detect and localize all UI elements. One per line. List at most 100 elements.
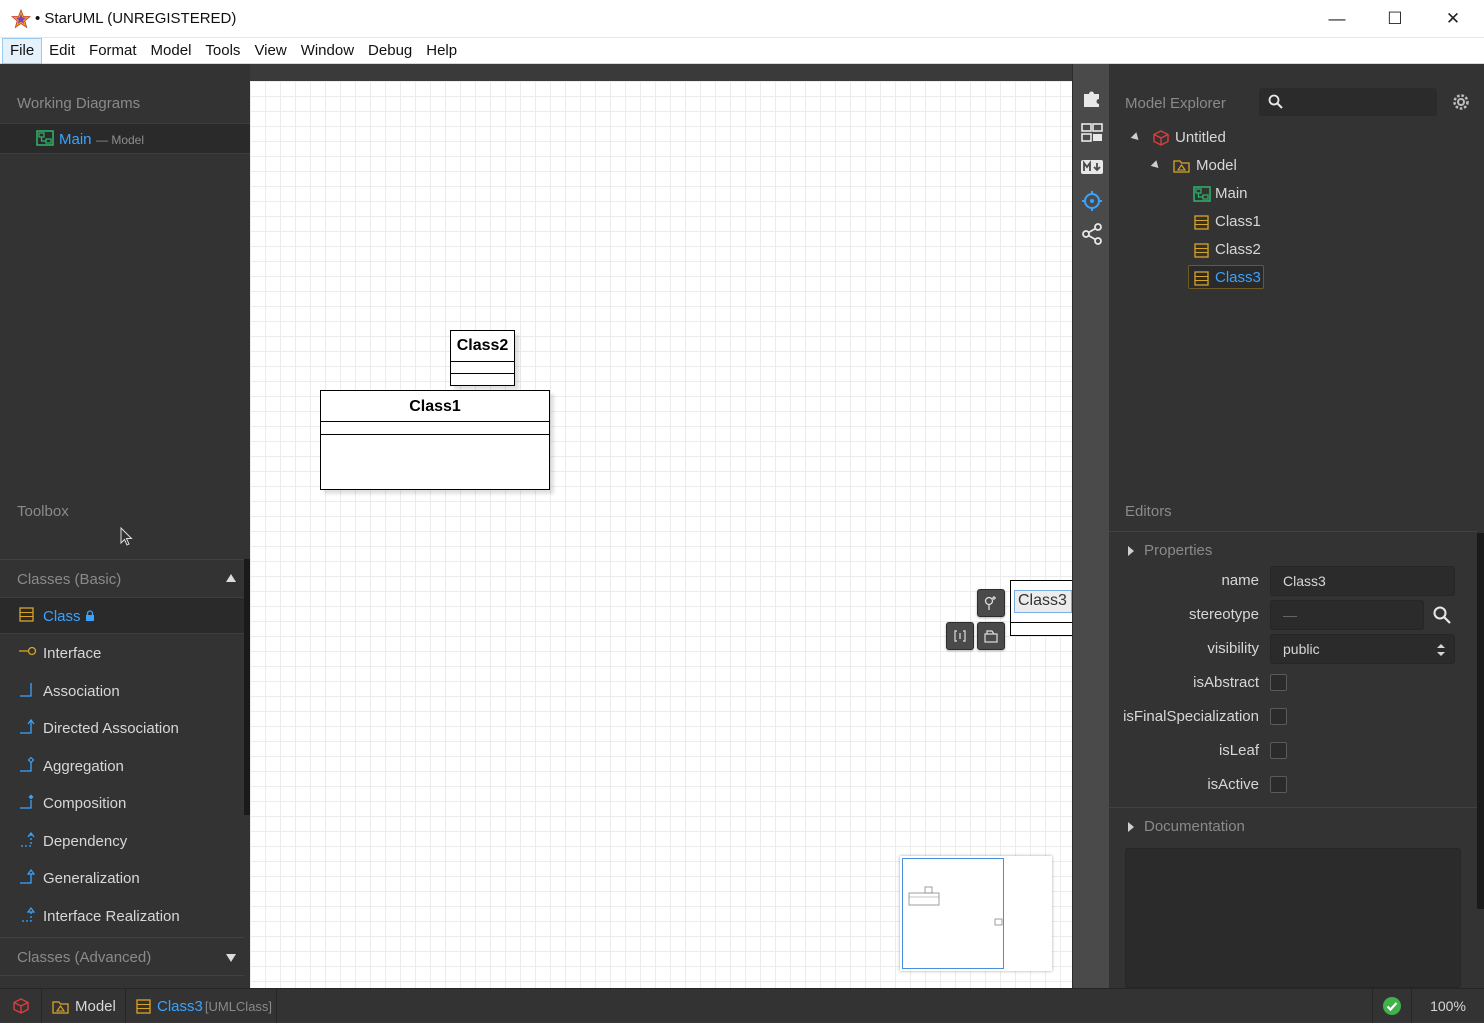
editors-scrollbar[interactable] <box>1477 533 1484 909</box>
generalization-icon <box>20 869 35 884</box>
puzzle-icon <box>1084 91 1099 107</box>
menu-bar: File Edit Format Model Tools View Window… <box>0 38 1484 64</box>
minimap-content <box>908 886 1003 926</box>
uml-class-class1[interactable]: Class1 <box>320 390 550 490</box>
directed-association-icon <box>20 719 35 734</box>
editors-panel: Editors Properties name Class3 stereotyp… <box>1109 491 1484 988</box>
documentation-textarea[interactable] <box>1125 848 1461 988</box>
maximize-button[interactable]: ☐ <box>1387 9 1403 28</box>
tool-association[interactable]: Association <box>0 673 244 710</box>
tool-composition[interactable]: Composition <box>0 785 244 822</box>
tree-item-class1[interactable]: Class1 <box>1109 210 1469 234</box>
class-icon <box>1194 271 1209 286</box>
diagram-canvas[interactable]: Class2 Class1 Class3 <box>250 81 1072 988</box>
tree-item-main[interactable]: Main <box>1109 182 1469 206</box>
tree-item-class3[interactable]: Class3 <box>1109 266 1469 290</box>
working-diagram-main[interactable]: Main — Model <box>0 123 250 154</box>
isabstract-checkbox[interactable] <box>1270 674 1287 691</box>
add-template-parameter-button[interactable] <box>977 589 1005 617</box>
mouse-cursor-icon <box>120 527 133 546</box>
gear-icon[interactable] <box>1452 93 1470 111</box>
status-validation[interactable] <box>1372 989 1412 1023</box>
tool-interface[interactable]: Interface <box>0 635 244 672</box>
section-basic-label: Classes (Basic) <box>17 571 122 588</box>
minimap-viewport[interactable] <box>902 858 1004 969</box>
project-icon <box>1153 130 1169 146</box>
layout-button[interactable] <box>1079 120 1105 146</box>
menu-model[interactable]: Model <box>150 42 192 59</box>
status-selection[interactable]: Class3 [UMLClass] <box>126 989 277 1023</box>
menu-view[interactable]: View <box>254 42 287 59</box>
status-selection-type: [UMLClass] <box>204 998 273 1014</box>
class-compartment-divider <box>451 361 514 362</box>
model-package-icon <box>1173 160 1190 173</box>
class-name: Class2 <box>456 337 509 354</box>
diagram-minimap[interactable] <box>900 856 1052 971</box>
tool-aggregation[interactable]: Aggregation <box>0 748 244 785</box>
tool-label: Composition <box>43 795 127 812</box>
menu-tools[interactable]: Tools <box>205 42 241 59</box>
isfinalspecialization-checkbox[interactable] <box>1270 708 1287 725</box>
menu-window[interactable]: Window <box>300 42 355 59</box>
share-icon <box>1082 223 1102 245</box>
toolbox-section-advanced[interactable]: Classes (Advanced) <box>0 937 244 976</box>
prop-isleaf-label: isLeaf <box>1218 742 1259 759</box>
menu-format[interactable]: Format <box>89 42 137 59</box>
menu-debug[interactable]: Debug <box>368 42 413 59</box>
template-parameter-icon <box>984 596 996 610</box>
uml-class-class2[interactable]: Class2 <box>450 330 515 386</box>
tool-class[interactable]: Class <box>0 597 244 634</box>
status-project[interactable] <box>0 989 42 1023</box>
markdown-button[interactable] <box>1079 154 1105 180</box>
name-input[interactable]: Class3 <box>1270 566 1455 596</box>
tool-directed-association[interactable]: Directed Association <box>0 710 244 747</box>
tool-label: Aggregation <box>43 758 124 775</box>
class-compartment-divider <box>451 373 514 374</box>
status-model[interactable]: Model <box>42 989 126 1023</box>
menu-edit[interactable]: Edit <box>49 42 76 59</box>
tree-item-class2[interactable]: Class2 <box>1109 238 1469 262</box>
tool-generalization[interactable]: Generalization <box>0 860 244 897</box>
menu-file[interactable]: File <box>2 38 43 64</box>
isleaf-checkbox[interactable] <box>1270 742 1287 759</box>
status-zoom[interactable]: 100% <box>1412 989 1484 1023</box>
extension-manager-button[interactable] <box>1079 85 1105 111</box>
tree-label: Class3 <box>1215 269 1261 286</box>
side-rail <box>1072 64 1109 988</box>
class-icon <box>19 607 34 622</box>
model-search-input[interactable] <box>1259 88 1437 116</box>
add-operation-button[interactable] <box>977 622 1005 650</box>
status-model-label: Model <box>75 997 116 1015</box>
toolbox-scrollbar[interactable] <box>244 559 250 815</box>
tree-item-model[interactable]: Model <box>1109 154 1469 178</box>
navigator-button[interactable] <box>1079 188 1105 214</box>
tool-label: Interface Realization <box>43 908 180 925</box>
title-bar: • StarUML (UNREGISTERED) — ☐ ✕ <box>0 0 1484 38</box>
tool-dependency[interactable]: Dependency <box>0 823 244 860</box>
tree-label: Main <box>1215 185 1248 202</box>
properties-section-header[interactable]: Properties <box>1109 531 1477 569</box>
composition-icon <box>20 794 34 809</box>
tree-item-untitled[interactable]: Untitled <box>1109 126 1469 150</box>
tool-interface-realization[interactable]: Interface Realization <box>0 898 244 935</box>
class-compartment-divider <box>321 434 549 435</box>
minimize-button[interactable]: — <box>1328 9 1346 28</box>
visibility-select[interactable]: public <box>1270 634 1455 664</box>
class-name-editor[interactable]: Class3 <box>1014 590 1072 613</box>
search-icon[interactable] <box>1433 606 1451 624</box>
share-button[interactable] <box>1079 221 1105 247</box>
stereotype-input[interactable]: — <box>1270 600 1424 630</box>
model-explorer-panel: Model Explorer Untitled Model Main Class… <box>1109 64 1484 491</box>
uml-class-class3[interactable]: Class3 <box>1010 580 1072 636</box>
tree-label: Class1 <box>1215 213 1261 230</box>
isactive-checkbox[interactable] <box>1270 776 1287 793</box>
toolbox-section-basic[interactable]: Classes (Basic) <box>0 559 244 598</box>
expand-triangle-icon <box>1128 546 1134 556</box>
documentation-section-header[interactable]: Documentation <box>1109 807 1477 845</box>
expand-triangle-icon <box>1150 160 1162 171</box>
menu-help[interactable]: Help <box>426 42 458 59</box>
close-button[interactable]: ✕ <box>1445 9 1461 28</box>
properties-header-label: Properties <box>1144 542 1213 559</box>
add-attribute-button[interactable] <box>946 622 974 650</box>
expand-triangle-icon <box>1130 132 1142 143</box>
